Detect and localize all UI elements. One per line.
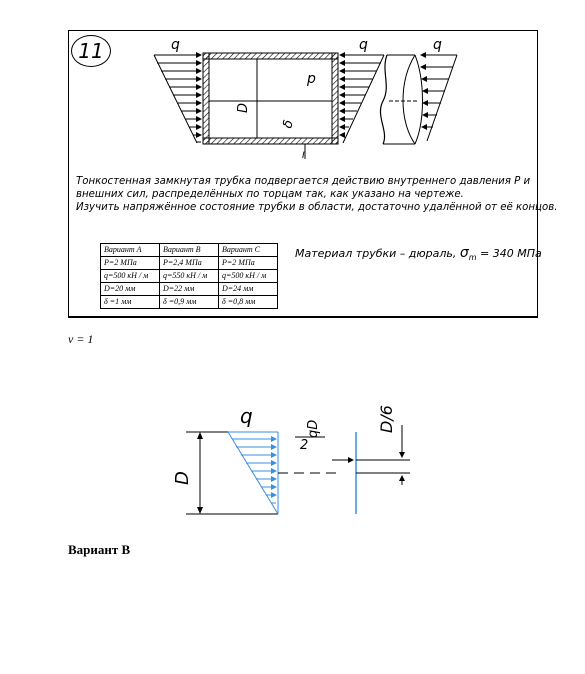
table-row: q=500 кН / м q=550 кН / м q=500 кН / м bbox=[100, 269, 278, 283]
p-label: p bbox=[306, 71, 316, 87]
tube-drawing: q q q p D δ I bbox=[153, 37, 458, 161]
section-label: I bbox=[302, 151, 305, 161]
triangular-load bbox=[227, 431, 279, 515]
table-cell: D=22 мм bbox=[159, 282, 219, 296]
sketch-two-label: 2 bbox=[300, 438, 308, 453]
problem-card: 11 bbox=[68, 30, 558, 318]
table-cell: δ =0,9 мм bbox=[159, 295, 219, 309]
table-cell: q=550 кН / м bbox=[159, 269, 219, 283]
table-cell: δ =1 мм bbox=[100, 295, 160, 309]
right-load-arrows bbox=[339, 52, 385, 144]
table-row: D=20 мм D=22 мм D=24 мм bbox=[100, 282, 278, 296]
card-bottom-border bbox=[69, 316, 537, 318]
variants-table: Вариант A Вариант B Вариант C P=2 МПа P=… bbox=[100, 243, 278, 309]
side-view bbox=[379, 52, 458, 145]
sketch-q-label: q bbox=[240, 404, 253, 428]
sigma-sub: m bbox=[468, 253, 477, 263]
q-left-label: q bbox=[171, 37, 180, 53]
sigma-symbol: σ bbox=[459, 245, 469, 261]
table-cell: P=2 МПа bbox=[100, 256, 160, 270]
q-right-label: q bbox=[433, 37, 442, 53]
variant-label: Вариант В bbox=[68, 542, 131, 557]
d-label: D bbox=[236, 103, 251, 113]
sketch-d-label: D bbox=[172, 471, 193, 485]
material-note: Материал трубки – дюраль, σm = 340 МПа bbox=[295, 245, 542, 262]
sketch-d6-label: D/6 bbox=[377, 405, 396, 433]
material-text: Материал трубки – дюраль, bbox=[295, 247, 457, 260]
load-sketch: q D qD 2 D/6 bbox=[172, 404, 410, 515]
condition-line-1: Тонкостенная замкнутая трубка подвергает… bbox=[76, 176, 531, 187]
sketch-qd-label: qD bbox=[306, 420, 321, 438]
table-cell: q=500 кН / м bbox=[218, 269, 278, 283]
table-row: Вариант A Вариант B Вариант C bbox=[100, 243, 278, 257]
q-mid-label: q bbox=[359, 37, 368, 53]
table-cell: Вариант A bbox=[100, 243, 160, 257]
table-cell: D=24 мм bbox=[218, 282, 278, 296]
nu-value: ν = 1 bbox=[68, 332, 94, 346]
condition-line-3: Изучить напряжённое состояние трубки в о… bbox=[76, 202, 558, 213]
table-cell: q=500 кН / м bbox=[100, 269, 160, 283]
table-row: P=2 МПа P=2,4 МПа P=2 МПа bbox=[100, 256, 278, 270]
sigma-value: = 340 МПа bbox=[480, 247, 542, 260]
table-cell: D=20 мм bbox=[100, 282, 160, 296]
table-cell: P=2 МПа bbox=[218, 256, 278, 270]
problem-number: 11 bbox=[71, 35, 111, 67]
table-cell: P=2,4 МПа bbox=[159, 256, 219, 270]
table-cell: Вариант C bbox=[218, 243, 278, 257]
condition-line-2: внешних сил, распределённых по торцам та… bbox=[76, 189, 464, 200]
table-cell: δ =0,8 мм bbox=[218, 295, 278, 309]
table-row: δ =1 мм δ =0,9 мм δ =0,8 мм bbox=[100, 295, 278, 309]
left-load-arrows bbox=[153, 52, 202, 144]
delta-label: δ bbox=[280, 118, 297, 130]
table-cell: Вариант B bbox=[159, 243, 219, 257]
